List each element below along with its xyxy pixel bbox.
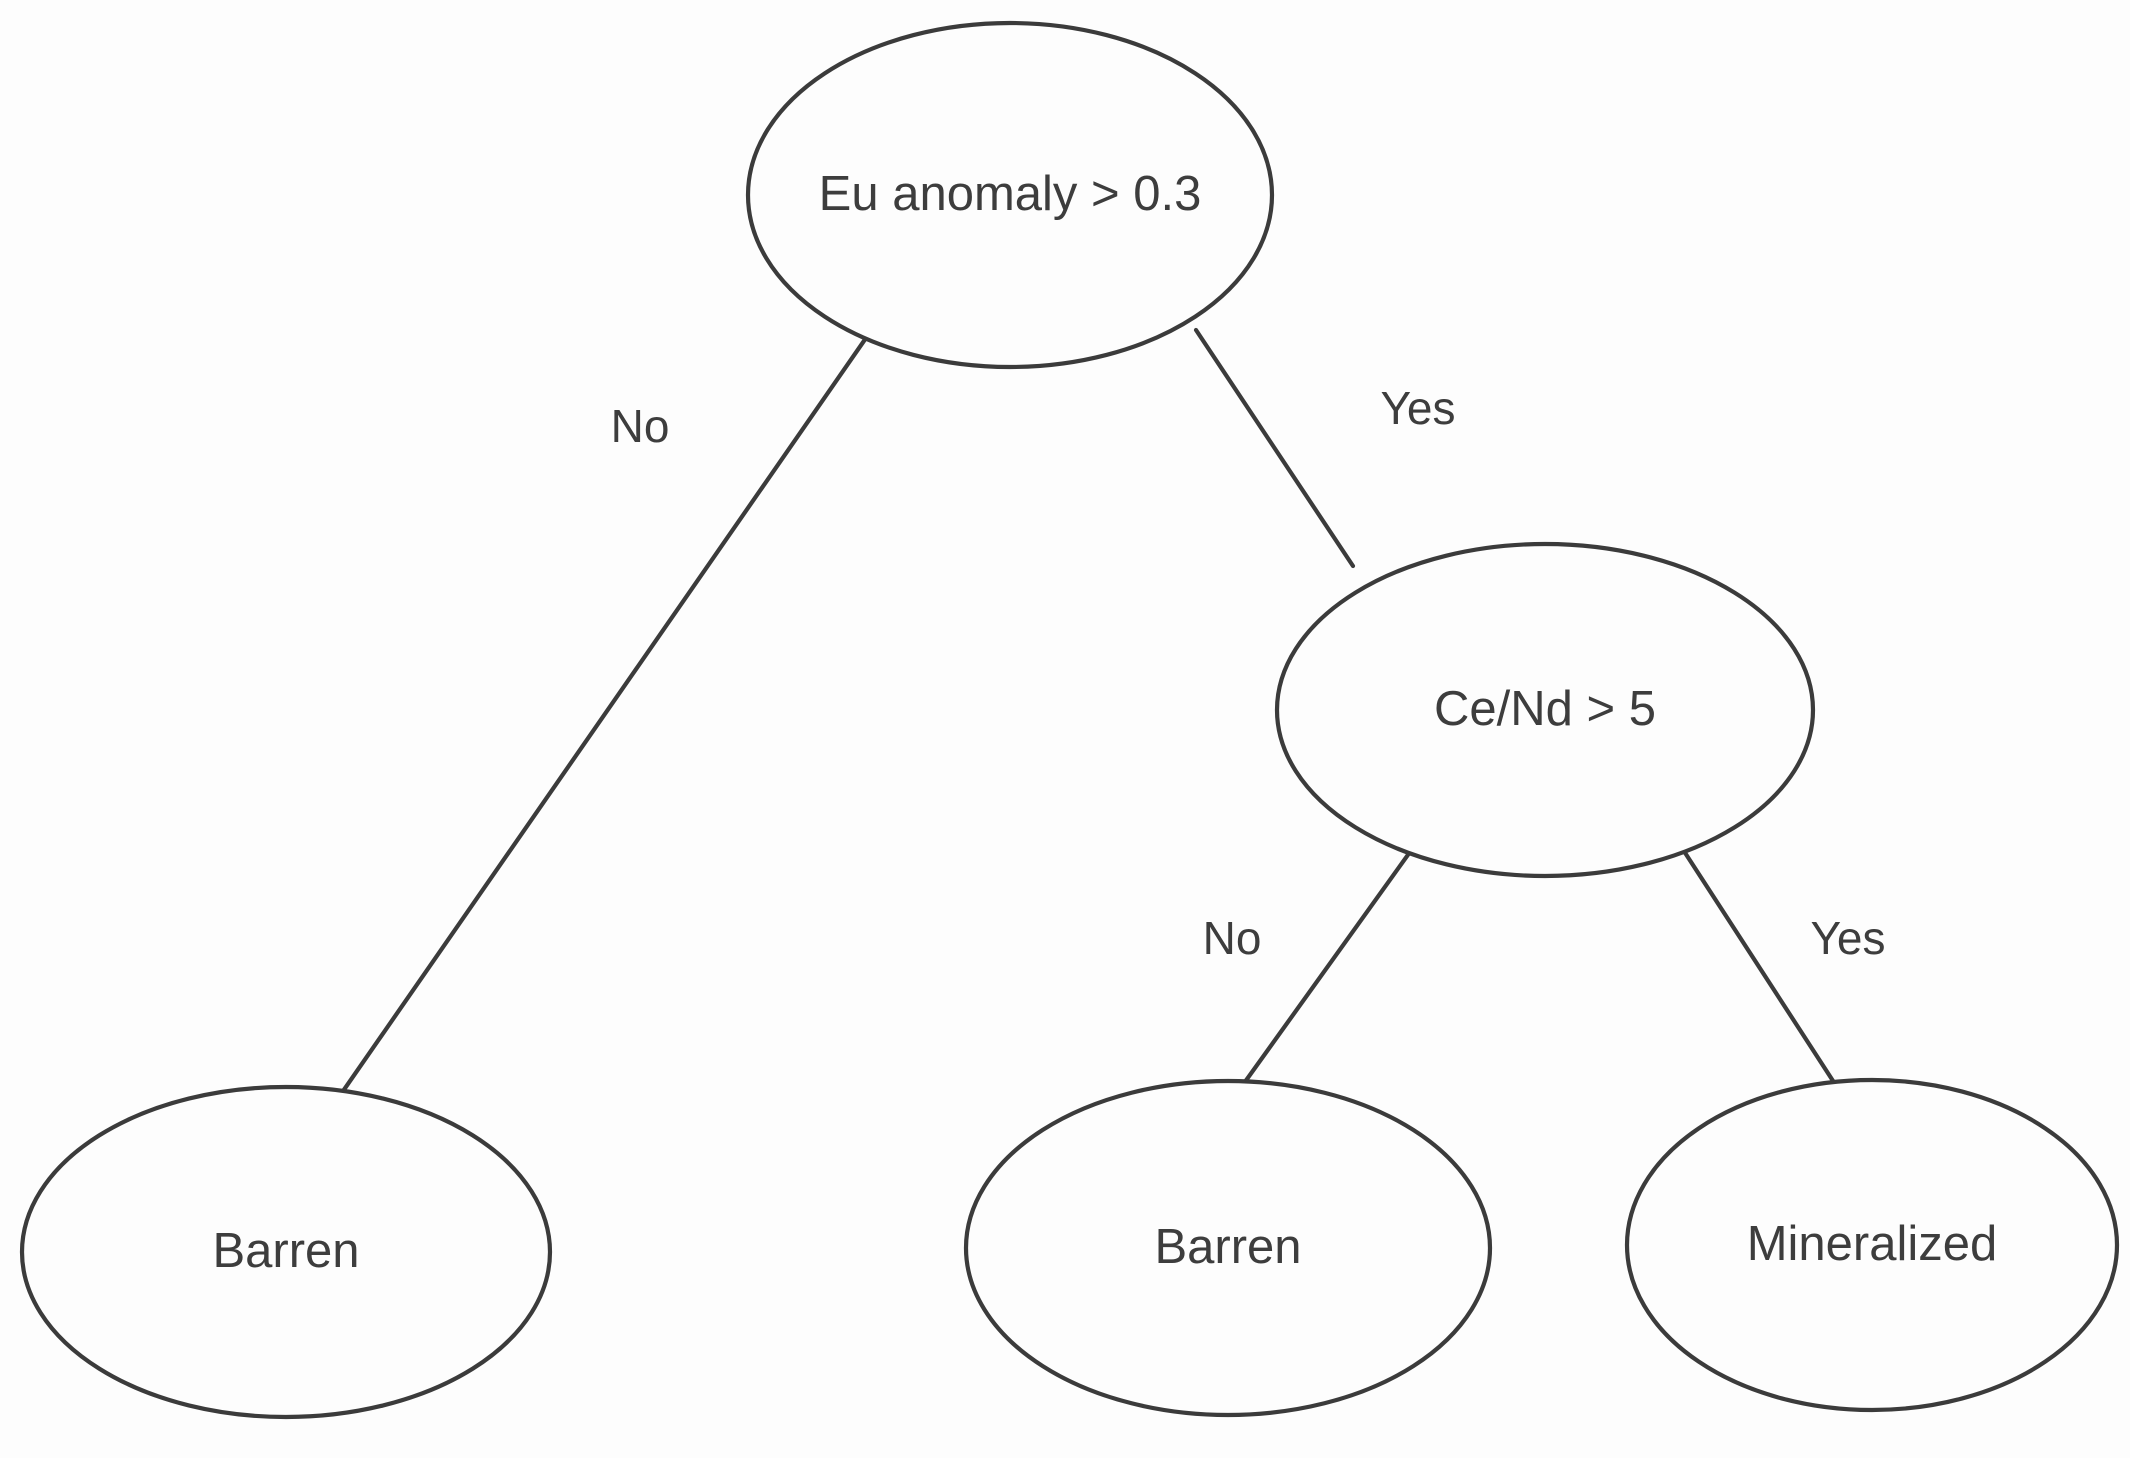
tree-node-root[interactable]: Eu anomaly > 0.3 [745,20,1275,370]
node-ellipse-cend [1274,541,1816,879]
tree-edge-root-no [338,335,869,1097]
tree-edge-cend-no [1239,842,1418,1089]
node-ellipse-barren-mid [963,1078,1493,1418]
node-ellipse-barren-left [19,1084,553,1420]
edge-label-cend-yes: Yes [1810,912,1885,964]
tree-edge-cend-yes [1677,842,1838,1087]
node-label-root: Eu anomaly > 0.3 [819,167,1202,221]
node-label-barren-left: Barren [212,1224,359,1278]
node-label-barren-mid: Barren [1154,1220,1301,1274]
edge-label-cend-no: No [1203,912,1262,964]
edge-label-root-yes: Yes [1380,382,1455,434]
edge-label-root-no: No [611,400,670,452]
tree-node-cend[interactable]: Ce/Nd > 5 [1274,541,1816,879]
tree-node-barren-mid[interactable]: Barren [963,1078,1493,1418]
node-ellipse-root [745,20,1275,370]
node-ellipse-mineralized [1624,1077,2120,1413]
node-label-cend: Ce/Nd > 5 [1434,682,1656,736]
tree-edge-root-yes [1193,327,1356,569]
node-label-mineralized: Mineralized [1747,1217,1998,1271]
edges-group [338,327,1838,1097]
tree-node-barren-left[interactable]: Barren [19,1084,553,1420]
tree-node-mineralized[interactable]: Mineralized [1624,1077,2120,1413]
